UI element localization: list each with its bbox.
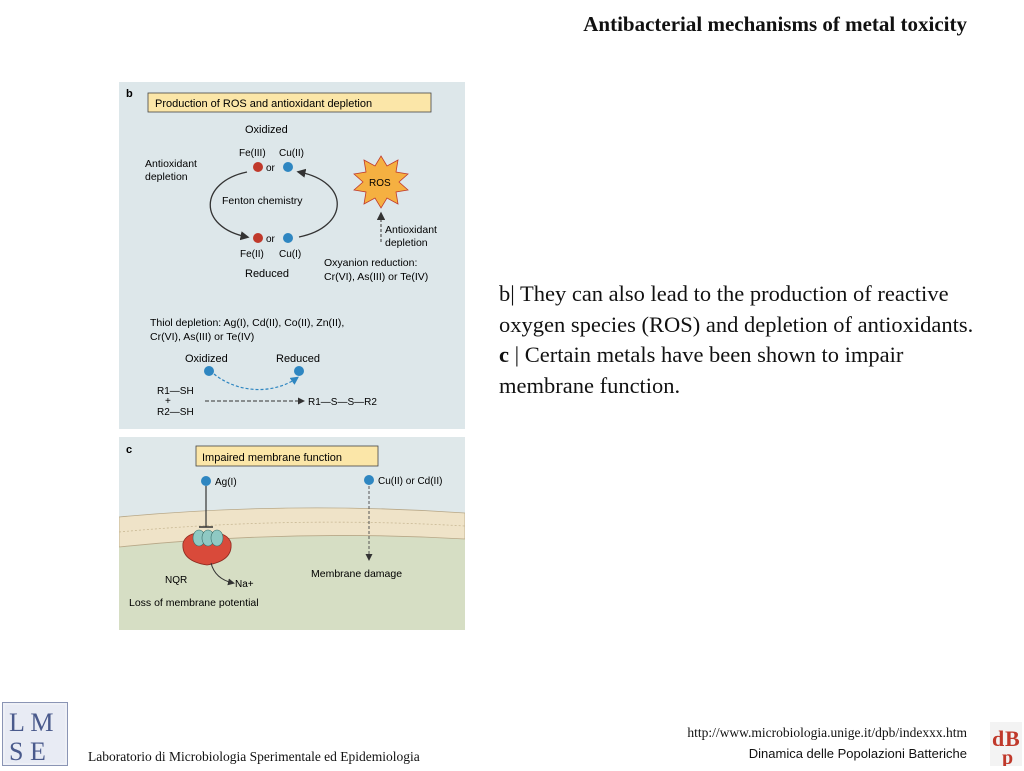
label-fenton: Fenton chemistry <box>222 195 303 207</box>
metal-reduced-dot <box>294 366 304 376</box>
label-cu-cd: Cu(II) or Cd(II) <box>378 476 442 487</box>
cycle-arrow-left <box>209 171 250 241</box>
footer-url-link[interactable]: http://www.microbiologia.unige.it/dpb/in… <box>687 725 967 740</box>
copper-atom-oxidized <box>283 162 293 172</box>
label-oxyanion-1: Oxyanion reduction: <box>324 257 417 269</box>
silver-ion-dot <box>201 476 211 486</box>
paragraph-b: b| They can also lead to the production … <box>499 281 974 337</box>
panel-letter-c: c <box>126 444 132 456</box>
membrane-midline <box>119 521 465 533</box>
slide-title: Antibacterial mechanisms of metal toxici… <box>583 12 967 36</box>
cycle-arrow-right <box>296 168 338 238</box>
label-or-top: or <box>266 163 276 174</box>
panel-letter-b: b <box>126 88 133 100</box>
cu-cd-ion-dot <box>364 475 374 485</box>
label-antioxidant-left-2: depletion <box>145 171 188 183</box>
label-thiol-2: Cr(VI), As(III) or Te(IV) <box>150 331 254 343</box>
label-cu2: Cu(II) <box>279 148 304 159</box>
panel-b-header-box <box>147 92 432 113</box>
label-cu1: Cu(I) <box>279 249 301 260</box>
label-oxyanion-2: Cr(VI), As(III) or Te(IV) <box>324 271 428 283</box>
panel-c-header: Impaired membrane function <box>202 452 342 464</box>
footer-lab-name: Laboratorio di Microbiologia Sperimental… <box>88 749 420 764</box>
footer-course-name: Dinamica delle Popolazioni Batteriche <box>748 746 967 761</box>
label-thiol-reduced: Reduced <box>276 353 320 365</box>
dbp-logo-d: d <box>992 726 1004 751</box>
sodium-arrow <box>210 562 235 586</box>
lmse-logo-letters-bottom: S E <box>9 737 46 765</box>
label-c-bold: c <box>499 342 509 367</box>
label-plus: + <box>165 396 171 407</box>
label-disulfide: R1—S—S—R2 <box>308 397 377 408</box>
label-reduced: Reduced <box>245 268 289 280</box>
lmse-logo-art: L M S E <box>5 705 65 766</box>
label-ag: Ag(I) <box>215 477 237 488</box>
dbp-logo: d B p <box>990 722 1022 769</box>
figure-panel-c: c Impaired membrane function Ag(I) NQR N… <box>119 437 465 630</box>
label-fe3: Fe(III) <box>239 148 266 159</box>
lmse-logo-letters-top: L M <box>9 708 54 737</box>
label-antioxidant-left-1: Antioxidant <box>145 158 197 170</box>
metal-oxidized-dot <box>204 366 214 376</box>
label-na: Na+ <box>235 579 254 590</box>
label-antioxidant-right-2: depletion <box>385 237 428 249</box>
label-antioxidant-right-1: Antioxidant <box>385 224 437 236</box>
label-r2-sh: R2—SH <box>157 407 194 418</box>
body-text: b| They can also lead to the production … <box>499 279 989 401</box>
label-loss: Loss of membrane potential <box>129 597 259 609</box>
label-fe2: Fe(II) <box>240 249 264 260</box>
paragraph-c: c | Certain metals have been shown to im… <box>499 340 989 401</box>
figure-panel-b: b Production of ROS and antioxidant depl… <box>119 82 465 429</box>
label-thiol-oxidized: Oxidized <box>185 353 228 365</box>
panel-b-header: Production of ROS and antioxidant deplet… <box>155 98 372 110</box>
iron-atom-oxidized <box>253 162 263 172</box>
label-r1-sh: R1—SH <box>157 386 194 397</box>
panel-c-header-box <box>195 445 379 467</box>
label-nqr: NQR <box>165 575 187 586</box>
dbp-logo-art: d B p <box>990 722 1022 769</box>
dbp-logo-p: p <box>1002 747 1013 766</box>
thiol-curved-arrow <box>213 373 299 391</box>
label-ros: ROS <box>369 178 391 189</box>
lmse-logo: L M S E <box>2 702 68 766</box>
label-or-bottom: or <box>266 234 276 245</box>
dbp-logo-b: B <box>1005 726 1020 751</box>
label-thiol-1: Thiol depletion: Ag(I), Cd(II), Co(II), … <box>150 317 344 329</box>
copper-atom-reduced <box>283 233 293 243</box>
iron-atom-reduced <box>253 233 263 243</box>
nqr-subunit-3 <box>210 529 224 547</box>
label-membrane-damage: Membrane damage <box>311 568 402 580</box>
ros-burst-icon <box>353 155 409 209</box>
membrane-diagram: c Impaired membrane function Ag(I) NQR N… <box>119 444 465 630</box>
ros-diagram: b Production of ROS and antioxidant depl… <box>126 88 437 418</box>
label-oxidized: Oxidized <box>245 124 288 136</box>
paragraph-c-text: | Certain metals have been shown to impa… <box>499 342 904 398</box>
